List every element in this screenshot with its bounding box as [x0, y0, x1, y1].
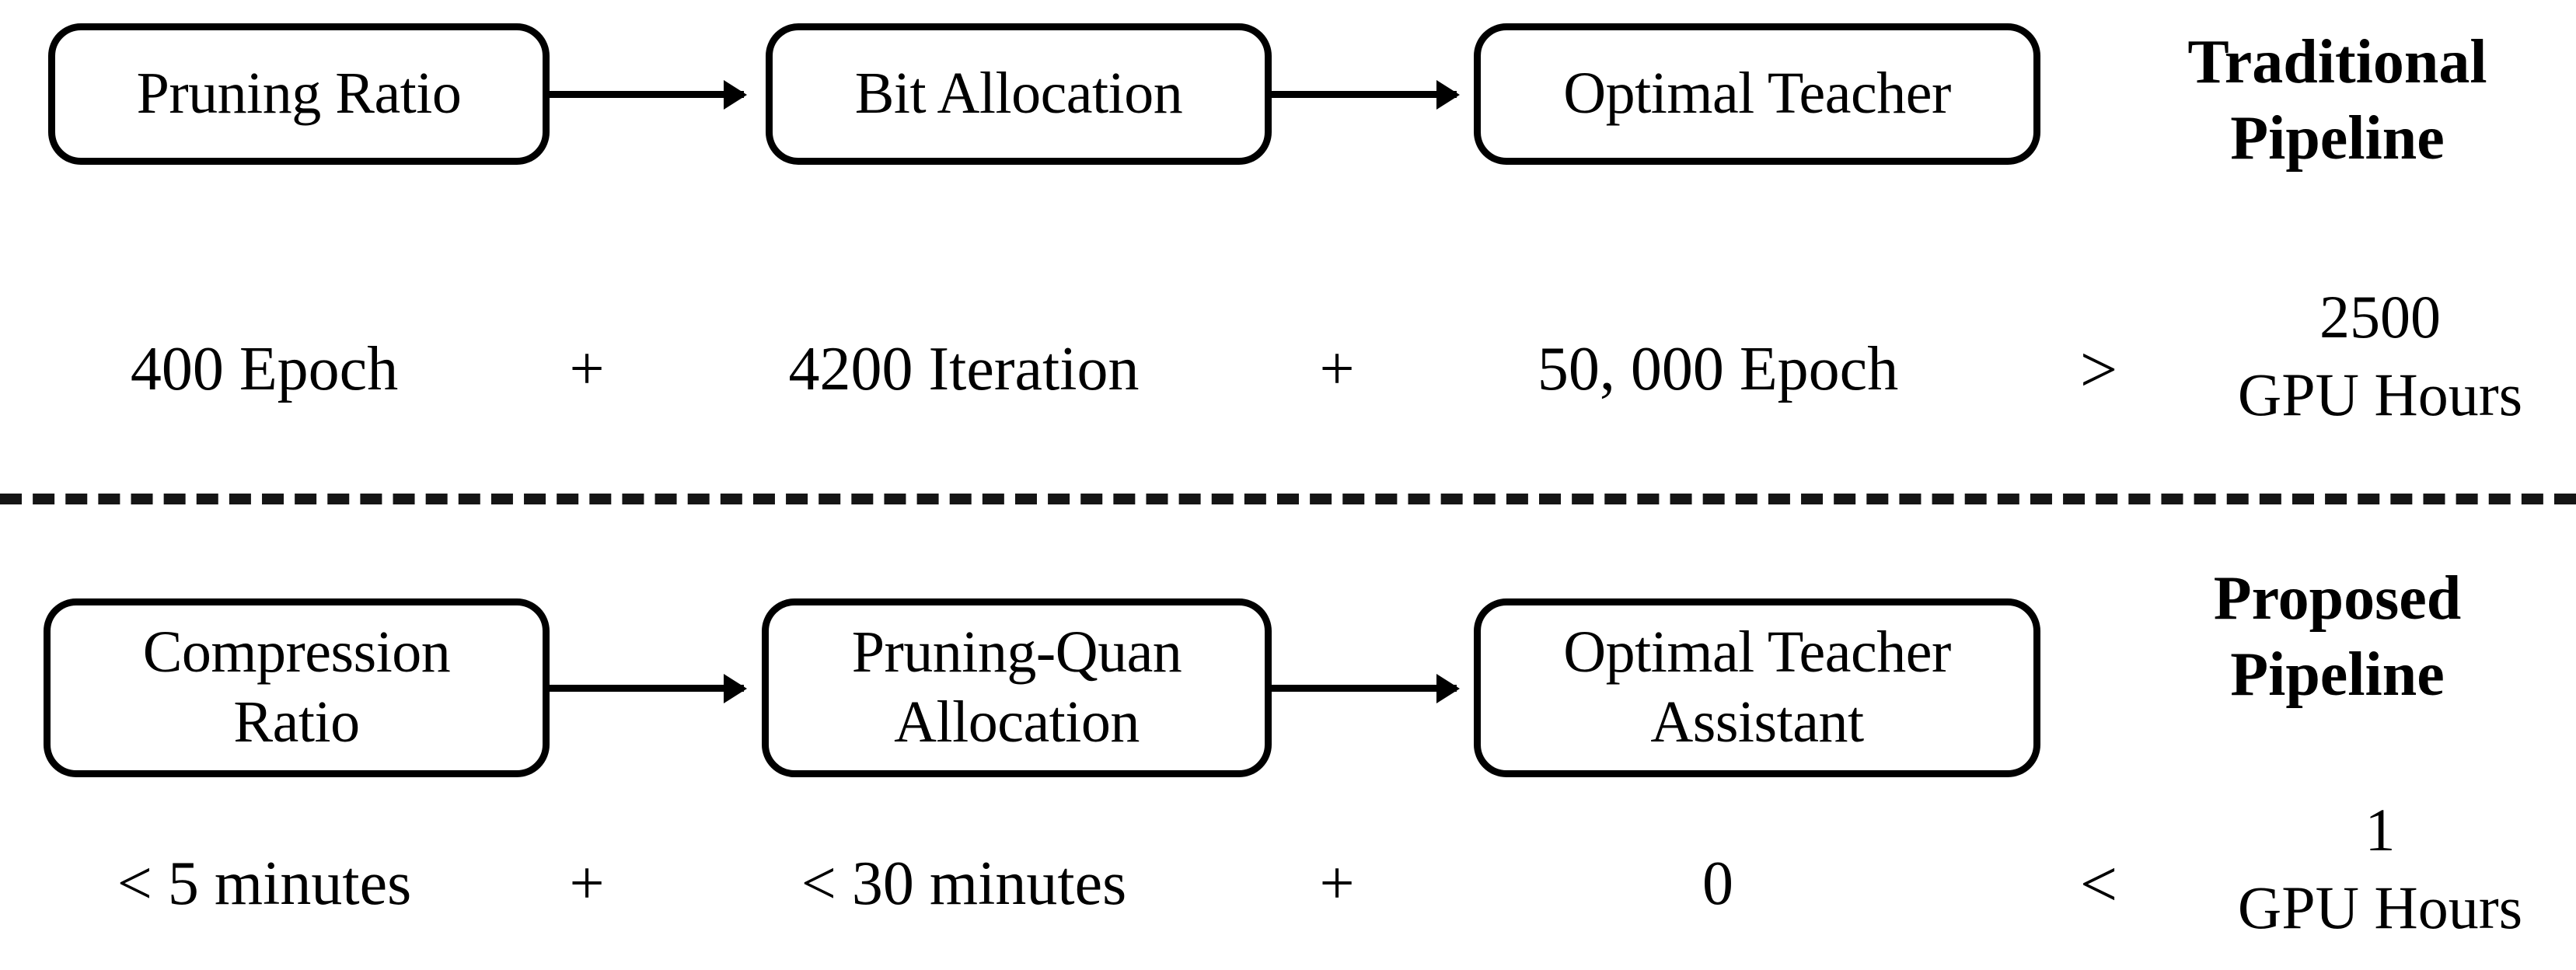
node-label: Pruning Ratio: [136, 61, 462, 127]
section-divider: [0, 494, 2576, 504]
proposed-term-2: < 30 minutes: [801, 849, 1127, 918]
proposed-comparator: <: [2079, 846, 2118, 921]
traditional-result-value: 2500: [2319, 283, 2441, 351]
arrow-compression-to-pruningquan: [550, 685, 744, 692]
proposed-result-value: 1: [2365, 796, 2396, 864]
arrow-bit-to-teacher: [1272, 91, 1457, 98]
traditional-cost-row: 400 Epoch + 4200 Iteration + 50, 000 Epo…: [47, 326, 2200, 412]
traditional-operator-1: +: [569, 334, 605, 403]
node-label: Compression Ratio: [142, 619, 451, 755]
proposed-term-3: 0: [1702, 849, 1733, 918]
node-optimal-teacher[interactable]: Optimal Teacher: [1474, 23, 2040, 165]
arrow-pruning-to-bit: [550, 91, 744, 98]
traditional-term-2: 4200 Iteration: [788, 334, 1140, 403]
traditional-result-unit: GPU Hours: [2237, 360, 2523, 428]
traditional-term-1: 400 Epoch: [130, 334, 399, 403]
proposed-operator-2: +: [1319, 849, 1355, 918]
node-label: Optimal Teacher: [1563, 61, 1951, 127]
traditional-operator-2: +: [1319, 334, 1355, 403]
node-bit-allocation[interactable]: Bit Allocation: [766, 23, 1272, 165]
node-label: Bit Allocation: [854, 61, 1183, 127]
traditional-term-3: 50, 000 Epoch: [1537, 334, 1899, 403]
traditional-result: 2500 GPU Hours: [2184, 278, 2576, 434]
proposed-pipeline-title: Proposed Pipeline: [2213, 564, 2462, 709]
proposed-operator-1: +: [569, 849, 605, 918]
arrow-pruningquan-to-assistant: [1272, 685, 1457, 692]
traditional-pipeline-title: Traditional Pipeline: [2187, 28, 2487, 173]
proposed-result-unit: GPU Hours: [2237, 873, 2523, 941]
traditional-comparator: >: [2079, 332, 2118, 406]
node-label: Pruning-Quan Allocation: [851, 619, 1182, 755]
proposed-cost-row: < 5 minutes + < 30 minutes + 0 <: [47, 841, 2200, 926]
node-pruning-quan-allocation[interactable]: Pruning-Quan Allocation: [762, 598, 1272, 777]
node-pruning-ratio[interactable]: Pruning Ratio: [48, 23, 550, 165]
proposed-term-1: < 5 minutes: [117, 849, 412, 918]
node-optimal-teacher-assistant[interactable]: Optimal Teacher Assistant: [1474, 598, 2040, 777]
proposed-result: 1 GPU Hours: [2184, 791, 2576, 947]
node-label: Optimal Teacher Assistant: [1563, 619, 1951, 755]
node-compression-ratio[interactable]: Compression Ratio: [44, 598, 550, 777]
